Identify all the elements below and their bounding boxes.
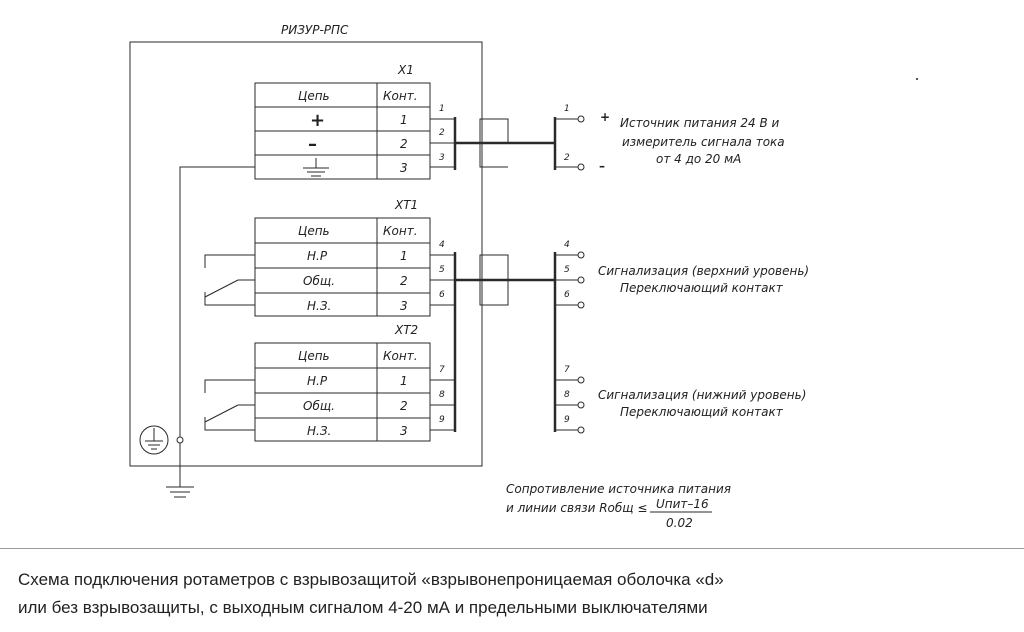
wire-number: 9 — [439, 415, 445, 425]
wire-number: 6 — [439, 290, 445, 300]
terminal-number: 7 — [564, 365, 570, 375]
xt2-row1-circuit: Н.Р — [307, 374, 328, 388]
xt1-header-kont: Конт. — [383, 224, 418, 238]
wire-number: 4 — [439, 240, 445, 250]
wire-number: 1 — [439, 104, 445, 114]
signal-lower-line-1: Сигнализация (нижний уровень) — [598, 388, 806, 402]
x1-title: X1 — [397, 63, 414, 77]
terminal-number: 5 — [564, 265, 570, 275]
wire-number: 2 — [439, 128, 445, 138]
terminal-number: 6 — [564, 290, 570, 300]
terminal-number: 1 — [564, 104, 570, 114]
xt2-row3-circuit: Н.З. — [307, 424, 331, 438]
xt1-title: XT1 — [394, 198, 418, 212]
xt2-header-kont: Конт. — [383, 349, 418, 363]
xt1-table — [254, 217, 431, 317]
xt2-row3-kont: 3 — [400, 424, 408, 438]
x1-wires — [430, 115, 585, 171]
signal-lower-line-2: Переключающий контакт — [620, 405, 784, 419]
corner-dot — [916, 78, 918, 80]
x1-table — [254, 82, 431, 180]
x1-row1-kont: 1 — [400, 113, 408, 127]
terminal-number: 2 — [564, 153, 570, 163]
switch-contact-lower — [204, 379, 255, 431]
signal-upper-line-1: Сигнализация (верхний уровень) — [598, 264, 809, 278]
formula-numerator: Uпит–16 — [656, 497, 709, 511]
minus-sign: – — [599, 159, 605, 173]
xt1-row1-circuit: Н.Р — [307, 249, 328, 263]
x1-row1-circuit: + — [310, 110, 325, 131]
x1-row2-circuit: – — [308, 134, 317, 155]
xt2-title: XT2 — [394, 323, 418, 337]
xt-wires — [430, 251, 585, 434]
formula-denominator: 0.02 — [666, 516, 693, 530]
formula-line-1: Сопротивление источника питания — [506, 482, 731, 496]
xt2-table — [254, 342, 431, 442]
caption: Схема подключения ротаметров с взрывозащ… — [18, 566, 1018, 622]
x1-header-circuit: Цепь — [298, 89, 330, 103]
earth-wire — [166, 166, 255, 498]
x1-row2-kont: 2 — [400, 137, 408, 151]
xt1-row1-kont: 1 — [400, 249, 408, 263]
caption-line-2: или без взрывозащиты, с выходным сигнало… — [18, 598, 708, 617]
xt2-row2-kont: 2 — [400, 399, 408, 413]
xt1-header-circuit: Цепь — [298, 224, 330, 238]
wire-number: 3 — [439, 153, 445, 163]
power-line-1: Источник питания 24 В и — [620, 116, 780, 130]
plus-sign: + — [600, 110, 610, 124]
terminal-number: 8 — [564, 390, 570, 400]
device-label: РИЗУР-РПС — [281, 23, 349, 37]
terminal-number: 4 — [564, 240, 570, 250]
wire-number: 5 — [439, 265, 445, 275]
x1-header-kont: Конт. — [383, 89, 418, 103]
device-enclosure — [129, 41, 483, 467]
x1-row3-kont: 3 — [400, 161, 408, 175]
xt2-header-circuit: Цепь — [298, 349, 330, 363]
wiring-diagram: РИЗУР-РПС X1 Цепь Конт. + – 1 2 3 XT1 Це… — [129, 23, 918, 530]
terminal-number: 9 — [564, 415, 570, 425]
signal-upper-line-2: Переключающий контакт — [620, 281, 784, 295]
earth-terminal-icon — [139, 425, 169, 455]
xt1-row3-circuit: Н.З. — [307, 299, 331, 313]
xt1-row2-circuit: Общ. — [303, 274, 335, 288]
ground-icon — [303, 158, 329, 177]
caption-separator — [0, 548, 1024, 549]
wire-number: 7 — [439, 365, 445, 375]
xt2-row1-kont: 1 — [400, 374, 408, 388]
formula-line-2: и линии связи Rобщ ≤ — [506, 501, 647, 515]
xt1-row3-kont: 3 — [400, 299, 408, 313]
xt2-row2-circuit: Общ. — [303, 399, 335, 413]
switch-contact-upper — [204, 254, 255, 306]
xt1-row2-kont: 2 — [400, 274, 408, 288]
wire-number: 8 — [439, 390, 445, 400]
power-line-3: от 4 до 20 мА — [656, 152, 741, 166]
power-line-2: измеритель сигнала тока — [622, 135, 785, 149]
caption-line-1: Схема подключения ротаметров с взрывозащ… — [18, 570, 724, 589]
